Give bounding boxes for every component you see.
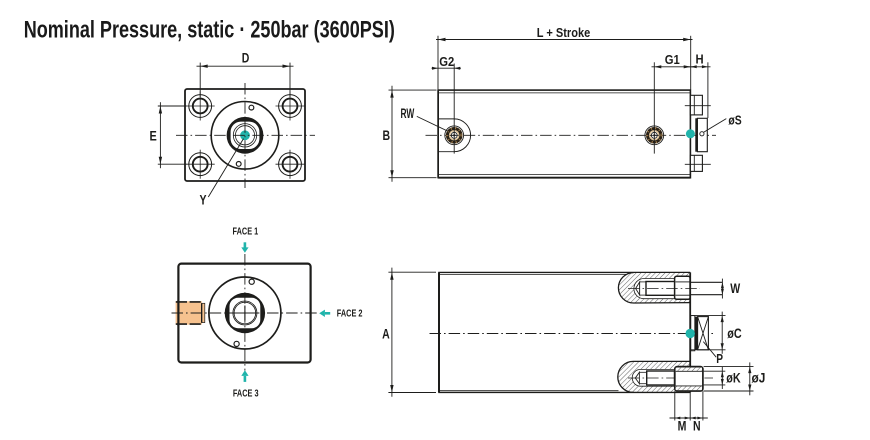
svg-text:G1: G1 xyxy=(665,52,680,67)
svg-text:Y: Y xyxy=(199,192,206,208)
svg-text:øC: øC xyxy=(727,326,742,341)
svg-text:FACE 1: FACE 1 xyxy=(233,226,259,237)
svg-text:RW: RW xyxy=(401,107,415,121)
svg-text:FACE 2: FACE 2 xyxy=(337,308,363,319)
svg-text:W: W xyxy=(730,281,740,297)
svg-text:øK: øK xyxy=(726,370,741,385)
svg-text:H: H xyxy=(696,52,704,67)
svg-text:M: M xyxy=(678,418,687,434)
svg-text:øS: øS xyxy=(728,114,741,128)
svg-text:øJ: øJ xyxy=(752,370,766,386)
svg-text:G2: G2 xyxy=(439,54,454,69)
svg-text:FACE 3: FACE 3 xyxy=(233,387,259,398)
svg-text:D: D xyxy=(242,50,250,66)
svg-text:B: B xyxy=(383,128,391,144)
svg-text:P: P xyxy=(716,352,723,366)
svg-text:E: E xyxy=(150,128,157,144)
svg-text:N: N xyxy=(693,418,701,434)
svg-text:L + Stroke: L + Stroke xyxy=(537,25,591,40)
svg-text:Nominal Pressure, static · 250: Nominal Pressure, static · 250bar (3600P… xyxy=(24,16,395,43)
svg-text:A: A xyxy=(382,326,390,342)
